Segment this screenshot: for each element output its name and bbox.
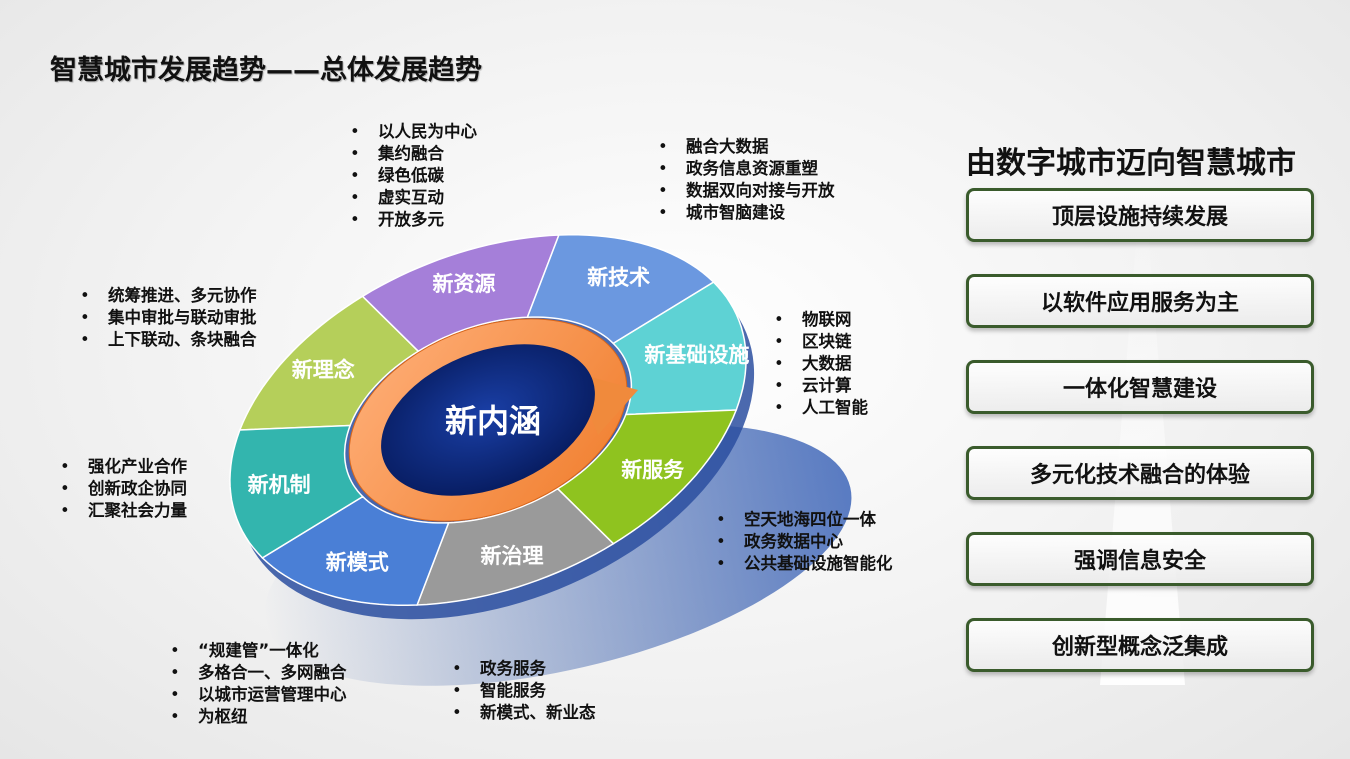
bullet-item: 智能服务 <box>452 680 596 702</box>
center-label: 新内涵 <box>445 402 541 440</box>
trend-box: 创新型概念泛集成 <box>966 618 1314 672</box>
bullet-item: 虚实互动 <box>350 187 477 209</box>
bullet-item: “规建管”一体化 <box>170 640 347 662</box>
tech-bullets: 物联网区块链大数据云计算人工智能 <box>774 309 868 419</box>
resource-bullets: 融合大数据政务信息资源重塑数据双向对接与开放城市智脑建设 <box>658 136 835 224</box>
center-core <box>381 344 595 496</box>
segment-label: 新理念 <box>292 358 355 382</box>
trend-box: 一体化智慧建设 <box>966 360 1314 414</box>
bullet-item: 上下联动、条块融合 <box>80 329 257 351</box>
bullet-item: 为枢纽 <box>170 706 347 728</box>
bullet-item: 强化产业合作 <box>60 456 187 478</box>
segment-label: 新资源 <box>433 272 496 296</box>
bullet-item: 绿色低碳 <box>350 165 477 187</box>
bullet-item: 人工智能 <box>774 397 868 419</box>
segment-label: 新服务 <box>621 458 685 482</box>
bullet-item: 物联网 <box>774 309 868 331</box>
bullet-item: 创新政企协同 <box>60 478 187 500</box>
mechanism-bullets: 统筹推进、多元协作集中审批与联动审批上下联动、条块融合 <box>80 285 257 351</box>
trend-box: 强调信息安全 <box>966 532 1314 586</box>
bullet-item: 公共基础设施智能化 <box>716 553 893 575</box>
segment-label: 新治理 <box>481 544 544 568</box>
bullet-item: 区块链 <box>774 331 868 353</box>
bullet-item: 城市智脑建设 <box>658 202 835 224</box>
infra-bullets: 空天地海四位一体政务数据中心公共基础设施智能化 <box>716 509 893 575</box>
bullet-item: 集约融合 <box>350 143 477 165</box>
bullet-item: 融合大数据 <box>658 136 835 158</box>
bullet-item: 多格合一、多网融合 <box>170 662 347 684</box>
service-bullets: 政务服务智能服务新模式、新业态 <box>452 658 596 724</box>
segment-label: 新基础设施 <box>644 343 749 367</box>
bullet-item: 集中审批与联动审批 <box>80 307 257 329</box>
trend-box: 以软件应用服务为主 <box>966 274 1314 328</box>
page-title: 智慧城市发展趋势——总体发展趋势 <box>50 55 482 86</box>
bullet-item: 以城市运营管理中心 <box>170 684 347 706</box>
bullet-item: 新模式、新业态 <box>452 702 596 724</box>
bullet-item: 开放多元 <box>350 209 477 231</box>
bullet-item: 以人民为中心 <box>350 121 477 143</box>
bullet-item: 空天地海四位一体 <box>716 509 893 531</box>
trend-box: 顶层设施持续发展 <box>966 188 1314 242</box>
bullet-item: 政务服务 <box>452 658 596 680</box>
segment-label: 新技术 <box>587 266 650 290</box>
segment-label: 新模式 <box>326 550 389 574</box>
bullet-item: 数据双向对接与开放 <box>658 180 835 202</box>
bullet-item: 大数据 <box>774 353 868 375</box>
right-panel-title: 由数字城市迈向智慧城市 <box>966 146 1296 181</box>
model-bullets: 强化产业合作创新政企协同汇聚社会力量 <box>60 456 187 522</box>
bullet-item: 政务信息资源重塑 <box>658 158 835 180</box>
bullet-item: 云计算 <box>774 375 868 397</box>
bullet-item: 汇聚社会力量 <box>60 500 187 522</box>
bullet-item: 政务数据中心 <box>716 531 893 553</box>
bullet-item: 统筹推进、多元协作 <box>80 285 257 307</box>
governance-bullets: “规建管”一体化多格合一、多网融合以城市运营管理中心为枢纽 <box>170 640 347 728</box>
segment-7 <box>229 424 364 559</box>
concept-bullets: 以人民为中心集约融合绿色低碳虚实互动开放多元 <box>350 121 477 231</box>
trend-box: 多元化技术融合的体验 <box>966 446 1314 500</box>
segment-label: 新机制 <box>248 473 311 497</box>
